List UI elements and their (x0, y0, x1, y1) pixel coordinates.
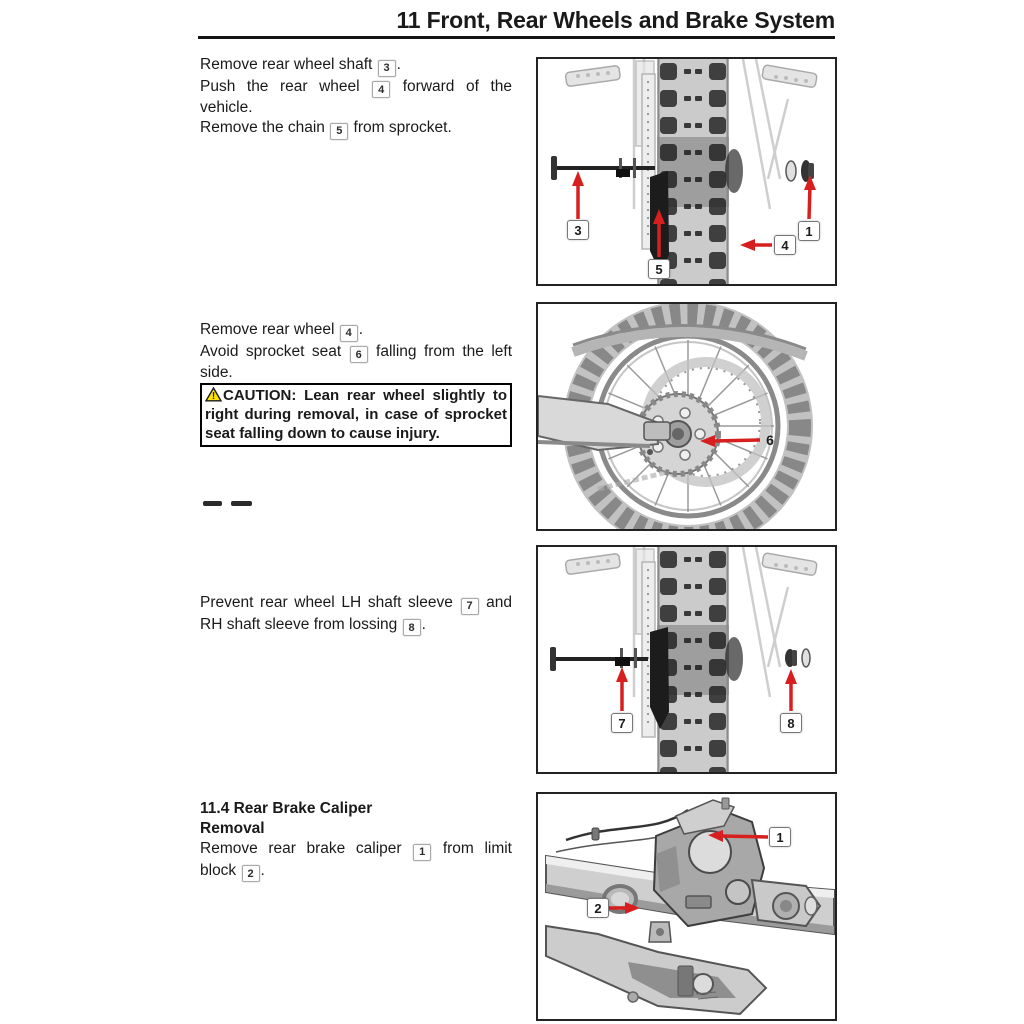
header-rule (198, 36, 835, 39)
rear-wheel-sprocket-illustration (538, 304, 813, 529)
svg-text:!: ! (212, 391, 215, 402)
step-text: . (421, 615, 426, 633)
step-text: Remove the chain (200, 119, 330, 136)
callout-arrow-8 (785, 669, 797, 711)
callout-3: 3 (567, 220, 589, 240)
callout-arrow-7 (616, 667, 628, 711)
callout-6: 6 (766, 432, 774, 448)
callout-arrow-5 (653, 209, 665, 257)
ref-box-1: 1 (413, 843, 432, 861)
callout-8: 8 (780, 713, 802, 733)
step-block-shaft-sleeves: Prevent rear wheel LH shaft sleeve 7 and… (200, 593, 512, 636)
callout-2: 2 (587, 898, 609, 918)
step-text: Remove rear brake caliper (200, 840, 413, 857)
figure-wheel-rear-view-2: 7 8 (536, 545, 837, 774)
ref-box-4: 4 (339, 324, 358, 342)
callout-arrow-1 (804, 175, 816, 220)
step-text: Prevent rear wheel LH shaft sleeve (200, 594, 460, 611)
caution-box: ! CAUTION: Lean rear wheel slightly to r… (200, 383, 512, 447)
figure-wheel-side-view: 6 (536, 302, 837, 531)
callout-arrow-6 (700, 435, 761, 447)
ref-box-7: 7 (460, 597, 479, 615)
callout-5: 5 (648, 259, 670, 279)
ref-box-5: 5 (330, 122, 349, 140)
step-text: Avoid sprocket seat (200, 342, 349, 360)
caution-label: CAUTION: (223, 387, 297, 404)
step-text: Push the rear wheel (200, 77, 372, 95)
brake-caliper-illustration (545, 797, 835, 1016)
step-block-remove-shaft: Remove rear wheel shaft 3. Push the rear… (200, 55, 512, 140)
section-rear-brake-caliper: 11.4 Rear Brake Caliper Removal Remove r… (200, 799, 512, 882)
step-line: Prevent rear wheel LH shaft sleeve 7 and… (200, 593, 512, 636)
step-text: from limit block (200, 840, 512, 879)
step-text: Remove rear wheel shaft (200, 56, 377, 73)
step-text: . (260, 861, 265, 879)
step-text: falling from the left side. (200, 342, 513, 382)
callout-arrow-3 (572, 171, 584, 219)
figure-brake-caliper: 1 2 (536, 792, 837, 1021)
step-text: forward of the vehicle. (200, 77, 512, 117)
warning-icon: ! (204, 386, 223, 402)
ref-box-8: 8 (402, 619, 421, 636)
ref-box-6: 6 (349, 346, 368, 363)
ref-box-4: 4 (372, 81, 391, 98)
figure-wheel-rear-view-1: 3 5 4 1 (536, 57, 837, 286)
step-block-remove-wheel: Remove rear wheel 4. Avoid sprocket seat… (200, 320, 512, 447)
step-text: and RH shaft sleeve from lossing (200, 594, 512, 633)
step-text: . (358, 321, 364, 338)
page-title: 11 Front, Rear Wheels and Brake System (396, 7, 835, 33)
ref-box-2: 2 (241, 865, 260, 882)
rear-wheel-sleeves-illustration (550, 547, 818, 772)
callout-7: 7 (611, 713, 633, 733)
callout-1: 1 (798, 221, 820, 241)
callout-arrow-2 (608, 902, 640, 914)
caution-text: Lean rear wheel slightly to right during… (205, 387, 507, 442)
step-line: Remove the chain 5 from sprocket. (200, 118, 512, 140)
step-line: Remove rear brake caliper 1 from limit b… (200, 839, 512, 882)
ref-box-3: 3 (377, 59, 396, 77)
step-text: from sprocket. (349, 119, 452, 136)
callout-1: 1 (769, 827, 791, 847)
callout-4: 4 (774, 235, 796, 255)
callout-arrow-4 (740, 239, 772, 251)
step-line: Push the rear wheel 4 forward of the veh… (200, 77, 512, 119)
step-line: Remove rear wheel 4. (200, 320, 512, 342)
callout-arrow-1 (708, 830, 769, 842)
step-line: Remove rear wheel shaft 3. (200, 55, 512, 77)
rear-wheel-axle-illustration (551, 59, 818, 284)
dash-mark (231, 501, 252, 506)
step-text: . (396, 56, 401, 73)
step-text: Remove rear wheel (200, 321, 339, 338)
step-line: Avoid sprocket seat 6 falling from the l… (200, 342, 512, 384)
dash-mark (203, 501, 222, 506)
section-heading: 11.4 Rear Brake Caliper (200, 800, 373, 817)
section-subheading: Removal (200, 820, 265, 837)
